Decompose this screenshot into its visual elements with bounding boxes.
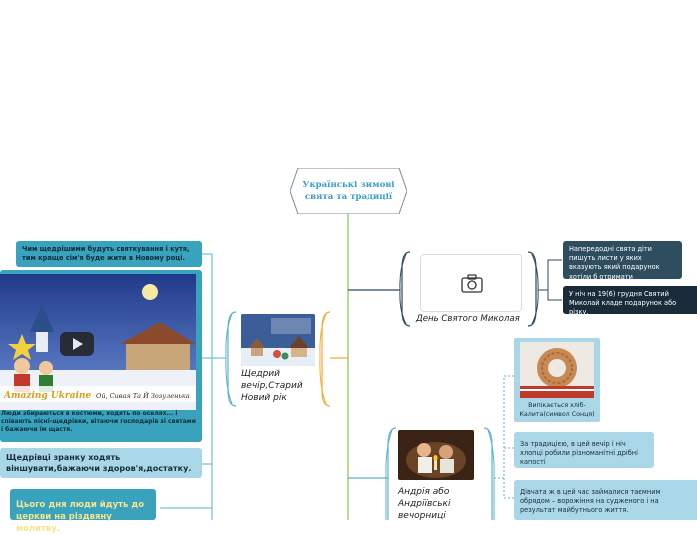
kalyta-caption: Випікається хліб-Калита(символ Сонця) — [519, 402, 595, 418]
camera-icon — [461, 274, 483, 293]
andrew-label-line1: Андрія або — [398, 487, 450, 497]
note-fortune[interactable]: Дівчата ж в цей час займалися таємним об… — [514, 480, 697, 520]
video-title-right: Ой, Сивая Та Й Зозуленька — [96, 390, 190, 400]
central-topic-line2: свята та традиції — [304, 192, 393, 202]
note-letters[interactable]: Напередодні свята діти пишуть листи у як… — [563, 241, 682, 281]
video-thumbnail[interactable]: Amazing Ukraine Ой, Сивая Та Й Зозуленьк… — [0, 274, 196, 410]
note-gift-night-text: У ніч на 19(6) грудня Святий Миколай кла… — [569, 290, 677, 317]
note-pranks[interactable]: За традицією, в цей вечір і ніч хлопці р… — [514, 432, 654, 468]
carolers-illustration: Amazing Ukraine Ой, Сивая Та Й Зозуленьк… — [0, 274, 196, 410]
central-topic[interactable]: Українські зимові свята та традиції — [290, 168, 407, 214]
note-kutia[interactable]: Чим щедрішими будуть святкування і кутя,… — [16, 241, 202, 267]
video-card[interactable]: Amazing Ukraine Ой, Сивая Та Й Зозуленьк… — [0, 270, 202, 442]
play-icon — [73, 338, 83, 350]
central-topic-text: Українські зимові свята та традиції — [301, 179, 397, 203]
andrew-label-line3: вечорниці — [398, 511, 446, 521]
central-topic-shape — [290, 168, 407, 214]
central-topic-line1: Українські зимові — [302, 180, 395, 190]
winter-village-illustration — [241, 314, 315, 366]
kalyta-image — [520, 342, 594, 398]
left-bracket-blue — [227, 311, 237, 407]
left-bracket-orange — [321, 311, 331, 407]
shchedryi-label-line2: вечір,Старий — [241, 381, 303, 391]
kalyta-bread-illustration — [520, 342, 594, 398]
shchedryi-label-line3: Новий рік — [241, 393, 287, 403]
play-button[interactable] — [60, 332, 94, 356]
andrew-label: Андрія або Андріївські вечорниці — [398, 486, 478, 522]
nicholas-image-placeholder[interactable] — [420, 254, 522, 312]
note-letters-text: Напередодні свята діти пишуть листи у як… — [569, 245, 660, 281]
andrew-label-line2: Андріївські — [398, 499, 451, 509]
nicholas-label: День Святого Миколая — [416, 314, 520, 324]
candle-evening-illustration — [398, 430, 474, 480]
note-vinshuvaty[interactable]: Щедрівці зранку ходять віншувати,бажаючи… — [0, 448, 202, 478]
shchedryi-label-line1: Щедрий — [241, 369, 281, 379]
note-church-text: Цього дня люди йдуть до церкви на різдвя… — [16, 500, 145, 534]
connector-lines — [160, 214, 562, 520]
shchedryi-vechir-label: Щедрий вечір,Старий Новий рік — [241, 368, 321, 404]
note-vinshuvaty-text: Щедрівці зранку ходять віншувати,бажаючи… — [6, 453, 192, 473]
note-kutia-text: Чим щедрішими будуть святкування і кутя,… — [22, 245, 190, 262]
video-caption: Люди збираються в костюми, ходять по осе… — [1, 410, 196, 433]
note-fortune-text: Дівчата ж в цей час займалися таємним об… — [520, 488, 661, 515]
note-pranks-text: За традицією, в цей вечір і ніч хлопці р… — [520, 440, 638, 467]
shchedryi-vechir-image[interactable] — [241, 314, 315, 366]
note-church[interactable]: Цього дня люди йдуть до церкви на різдвя… — [10, 489, 156, 534]
kalyta-card[interactable]: Випікається хліб-Калита(символ Сонця) — [514, 338, 600, 422]
video-title-left: Amazing Ukraine — [3, 391, 91, 401]
note-gift-night[interactable]: У ніч на 19(6) грудня Святий Миколай кла… — [563, 286, 697, 317]
andrew-image[interactable] — [398, 430, 474, 480]
